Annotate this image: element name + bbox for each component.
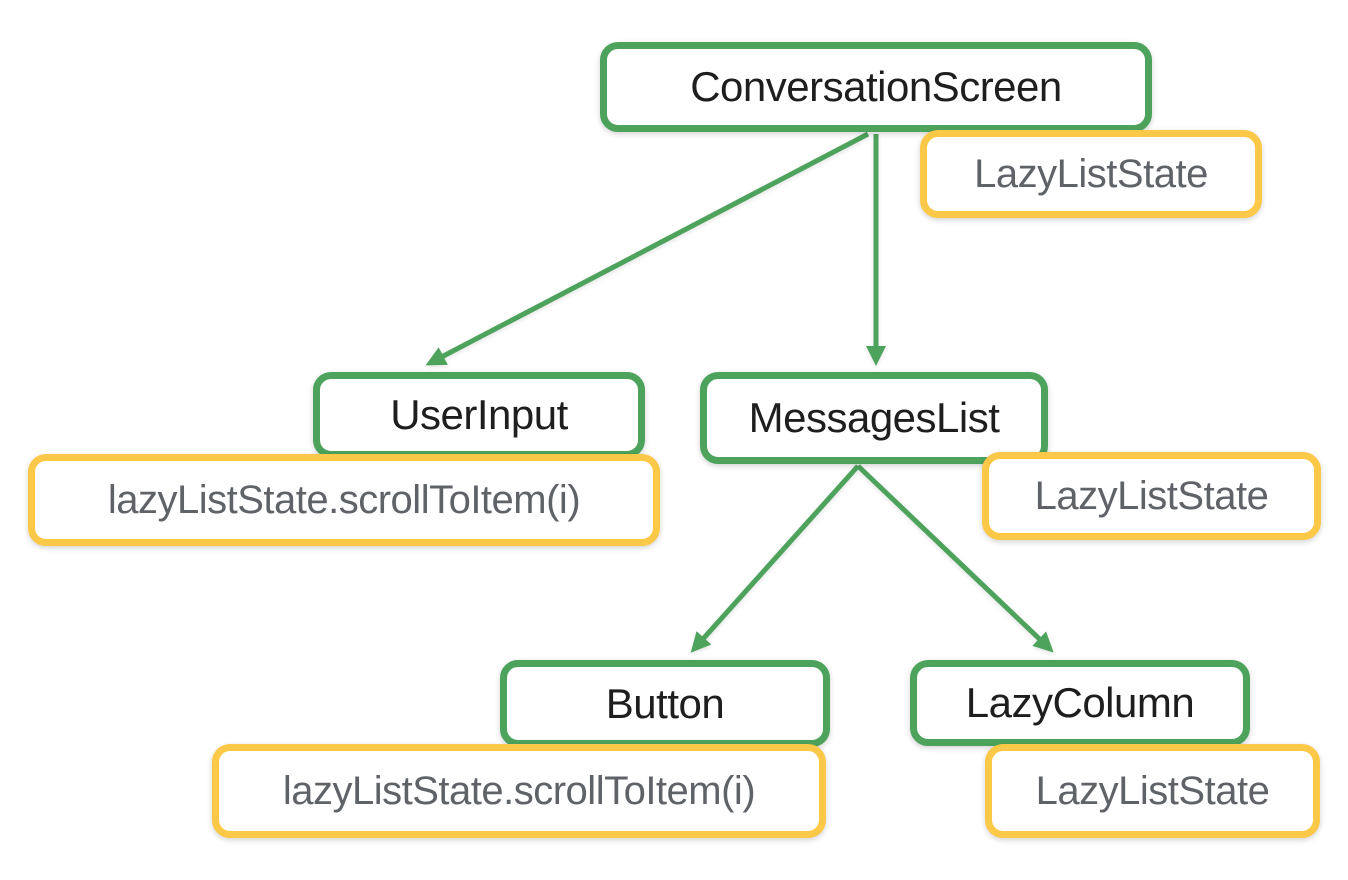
node-button: Button: [500, 660, 830, 747]
state-tag-user-input-label: lazyListState.scrollToItem(i): [107, 477, 581, 522]
state-tag-lazy-column: LazyListState: [985, 744, 1320, 838]
state-tag-conversation-screen-label: LazyListState: [974, 151, 1208, 196]
state-tag-button: lazyListState.scrollToItem(i): [212, 744, 826, 838]
node-messages-list-label: MessagesList: [748, 394, 1000, 441]
state-tag-messages-list-label: LazyListState: [1034, 473, 1269, 518]
edge-messageslist-to-button: [690, 464, 860, 653]
state-tag-conversation-screen: LazyListState: [920, 130, 1262, 218]
node-user-input: UserInput: [313, 372, 645, 458]
node-conversation-screen: ConversationScreen: [600, 42, 1152, 132]
edge-conversationscreen-to-userinput: [425, 131, 870, 366]
node-button-label: Button: [605, 679, 725, 727]
node-lazy-column-label: LazyColumn: [965, 679, 1195, 726]
state-tag-button-label: lazyListState.scrollToItem(i): [282, 768, 756, 813]
node-conversation-screen-label: ConversationScreen: [690, 63, 1062, 110]
state-tag-user-input: lazyListState.scrollToItem(i): [28, 454, 660, 546]
state-tag-lazy-column-label: LazyListState: [1035, 768, 1270, 813]
node-user-input-label: UserInput: [390, 391, 568, 438]
state-tag-messages-list: LazyListState: [982, 452, 1321, 540]
node-lazy-column: LazyColumn: [910, 660, 1250, 746]
node-messages-list: MessagesList: [700, 372, 1048, 464]
